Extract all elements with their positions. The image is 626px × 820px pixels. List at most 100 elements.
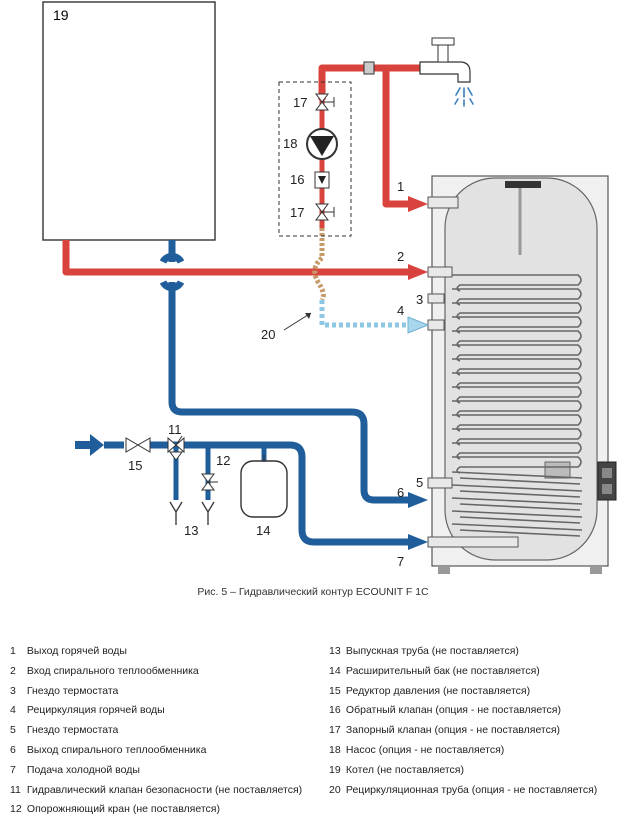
safety-valve-icon xyxy=(167,435,185,461)
legend-item: 6 Выход спирального теплообменника xyxy=(10,741,302,761)
legend-number: 5 xyxy=(10,724,16,737)
boiler: 19 xyxy=(42,1,216,241)
legend-number: 12 xyxy=(10,803,22,816)
legend-text: Вход спирального теплообменника xyxy=(24,664,199,677)
legend-item: 20 Рециркуляционная труба (опция - не по… xyxy=(329,781,597,801)
lower-heat-exchanger-coil xyxy=(451,471,583,537)
label-14: 14 xyxy=(256,523,270,538)
heating-return-pipe xyxy=(159,240,408,504)
shutoff-valve-bottom xyxy=(315,203,335,221)
legend-text: Насос (опция - не поставляется) xyxy=(343,743,505,756)
legend-item: 13 Выпускная труба (не поставляется) xyxy=(329,642,597,662)
recirculation-flex-hose xyxy=(312,228,326,302)
legend-number: 14 xyxy=(329,664,341,677)
legend-number: 15 xyxy=(329,684,341,697)
pump-icon xyxy=(306,128,338,160)
legend-item: 14 Расширительный бак (не поставляется) xyxy=(329,662,597,682)
label-7: 7 xyxy=(397,554,404,569)
callout-numbers: 1 2 3 4 5 6 7 11 12 13 14 15 16 17 17 18… xyxy=(128,95,423,569)
label-5: 5 xyxy=(416,475,423,490)
legend-item: 17 Запорный клапан (опция - не поставляе… xyxy=(329,721,597,741)
cold-water-supply-pipe xyxy=(148,441,408,546)
legend-number: 7 xyxy=(10,763,16,776)
legend-item: 3 Гнездо термостата xyxy=(10,682,302,702)
legend-text: Котел (не поставляется) xyxy=(343,763,464,776)
legend-text: Опорожняющий кран (не поставляется) xyxy=(24,803,220,816)
legend-number: 17 xyxy=(329,724,341,737)
label-16: 16 xyxy=(290,172,304,187)
legend-item: 1 Выход горячей воды xyxy=(10,642,302,662)
label-18: 18 xyxy=(283,136,297,151)
legend-number: 19 xyxy=(329,763,341,776)
legend-number: 2 xyxy=(10,664,16,677)
legend-number: 11 xyxy=(10,783,21,796)
legend-text: Запорный клапан (опция - не поставляется… xyxy=(343,724,561,737)
connection-arrows xyxy=(407,196,430,550)
label-2: 2 xyxy=(397,249,404,264)
faucet-icon xyxy=(363,37,474,107)
upper-heat-exchanger-coil xyxy=(452,274,582,474)
legend-text: Гнездо термостата xyxy=(24,724,119,737)
legend-item: 2 Вход спирального теплообменника xyxy=(10,662,302,682)
arrow-6 xyxy=(408,492,428,508)
label-3: 3 xyxy=(416,292,423,307)
drain-funnel-icons xyxy=(169,501,215,525)
legend-text: Редуктор давления (не поставляется) xyxy=(343,684,531,697)
optional-pump-kit-box xyxy=(278,81,352,237)
legend-item: 15 Редуктор давления (не поставляется) xyxy=(329,682,597,702)
label-4: 4 xyxy=(397,303,404,318)
label-1: 1 xyxy=(397,179,404,194)
label-19: 19 xyxy=(53,7,69,23)
label-20: 20 xyxy=(261,327,275,342)
legend-number: 6 xyxy=(10,743,16,756)
legend-item: 16 Обратный клапан (опция - не поставляе… xyxy=(329,701,597,721)
pressure-reducer-icon xyxy=(125,437,151,453)
legend-text: Выход горячей воды xyxy=(24,645,127,657)
legend-text: Гнездо термостата xyxy=(24,684,119,697)
drain-valve-icon xyxy=(201,473,218,491)
legend-text: Расширительный бак (не поставляется) xyxy=(343,664,540,677)
leader-20 xyxy=(283,312,312,331)
legend-item: 4 Рециркуляция горячей воды xyxy=(10,701,302,721)
legend-number: 20 xyxy=(329,783,341,796)
legend-right: 13 Выпускная труба (не поставляется)14 Р… xyxy=(329,642,597,800)
hydraulic-circuit-diagram: 19 xyxy=(42,1,617,574)
expansion-tank xyxy=(240,455,288,518)
legend-text: Рециркуляционная труба (опция - не поста… xyxy=(343,783,598,796)
label-15: 15 xyxy=(128,458,142,473)
label-11: 11 xyxy=(168,422,182,437)
shutoff-valve-top xyxy=(315,93,335,111)
legend-text: Выход спирального теплообменника xyxy=(24,743,207,756)
recirculation-pipe-dashed xyxy=(319,300,408,328)
legend-text: Подача холодной воды xyxy=(24,763,140,776)
legend-item: 5 Гнездо термостата xyxy=(10,721,302,741)
legend-text: Выпускная труба (не поставляется) xyxy=(343,645,519,657)
legend-number: 4 xyxy=(10,704,16,717)
label-6: 6 xyxy=(397,485,404,500)
cold-inlet-arrow xyxy=(75,434,124,456)
legend-text: Обратный клапан (опция - не поставляется… xyxy=(343,704,561,717)
legend-item: 12 Опорожняющий кран (не поставляется) xyxy=(10,800,302,820)
heating-flow-pipe xyxy=(62,240,408,276)
label-13: 13 xyxy=(184,523,198,538)
legend-number: 13 xyxy=(329,645,341,657)
label-17a: 17 xyxy=(293,95,307,110)
arrow-2 xyxy=(408,264,428,280)
arrow-7 xyxy=(408,534,428,550)
legend-number: 1 xyxy=(10,645,16,657)
legend-number: 18 xyxy=(329,743,341,756)
legend-number: 3 xyxy=(10,684,16,697)
legend-item: 18 Насос (опция - не поставляется) xyxy=(329,741,597,761)
legend-text: Гидравлический клапан безопасности (не п… xyxy=(24,783,303,796)
legend-text: Рециркуляция горячей воды xyxy=(24,704,165,717)
label-17b: 17 xyxy=(290,205,304,220)
arrow-1 xyxy=(408,196,428,212)
legend-number: 16 xyxy=(329,704,341,717)
arrow-4 xyxy=(407,316,430,334)
legend-item: 11 Гидравлический клапан безопасности (н… xyxy=(10,781,302,801)
water-tank xyxy=(427,175,617,574)
check-valve-icon xyxy=(314,171,330,189)
figure-caption: Рис. 5 – Гидравлический контур ECOUNIT F… xyxy=(197,586,429,598)
label-12: 12 xyxy=(216,453,230,468)
